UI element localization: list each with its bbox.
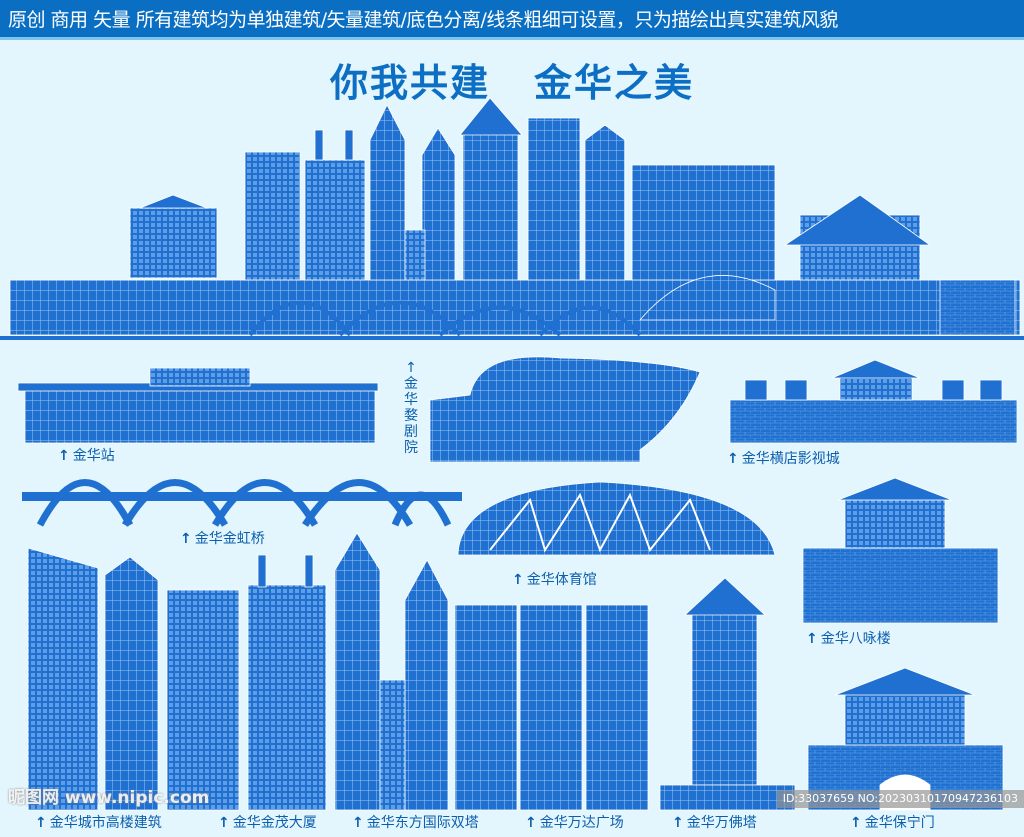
label-text: 金华八咏楼	[820, 631, 891, 647]
wanfo-pagoda	[659, 577, 796, 811]
arrow-up-icon: ↑	[35, 815, 47, 831]
label-text: 金华金茂大厦	[232, 815, 317, 831]
label-stadium: ↑金华体育馆	[512, 572, 597, 589]
bayong-tower	[802, 477, 999, 624]
label-hengdian: ↑金华横店影视城	[727, 451, 840, 468]
title-part-1: 你我共建	[329, 61, 490, 105]
arrow-up-icon: ↑	[525, 815, 537, 831]
pagoda-top	[459, 97, 523, 281]
arrow-up-icon: ↑	[352, 815, 364, 831]
divider-line	[0, 336, 1024, 340]
banner-text: 原创 商用 矢量 所有建筑均为单独建筑/矢量建筑/底色分离/线条粗细可设置，只为…	[8, 9, 838, 31]
label-jinmao: ↑金华金茂大厦	[218, 815, 317, 832]
poster-title: 你我共建金华之美	[0, 52, 1024, 107]
label-text: 金华万达广场	[539, 815, 624, 831]
arrow-up-icon: ↑	[405, 360, 417, 376]
label-station: ↑金华站	[58, 448, 115, 465]
label-text: 金华站	[72, 448, 115, 464]
label-towers: ↑金华城市高楼建筑	[35, 815, 162, 832]
dongfang-twin-towers	[334, 532, 449, 811]
arrow-up-icon: ↑	[218, 815, 230, 831]
opera-building	[429, 356, 701, 463]
label-bridge: ↑金华金虹桥	[180, 531, 265, 548]
watermark-id: ID:33037659 NO:20230310170947236103	[776, 790, 1024, 808]
arrow-up-icon: ↑	[850, 815, 862, 831]
watermark-site: 昵图网 www.nipic.com	[8, 788, 210, 808]
station-building	[17, 367, 379, 444]
wanda-plaza	[454, 604, 649, 811]
arrow-up-icon: ↑	[180, 531, 192, 547]
jinhong-bridge	[22, 479, 462, 527]
label-text: 金华体育馆	[526, 572, 597, 588]
label-text: 金华万佛塔	[686, 815, 757, 831]
label-text: 金华保宁门	[864, 815, 935, 831]
title-part-2: 金华之美	[534, 61, 695, 105]
label-baoning: ↑金华保宁门	[850, 815, 935, 832]
label-pagoda: ↑金华万佛塔	[672, 815, 757, 832]
top-skyline	[9, 97, 1021, 337]
label-bayong: ↑金华八咏楼	[806, 631, 891, 648]
label-wanda: ↑金华万达广场	[525, 815, 624, 832]
hengdian-building	[729, 359, 1018, 444]
arrow-up-icon: ↑	[58, 448, 70, 464]
label-text: 金华城市高楼建筑	[49, 815, 162, 831]
top-banner: 原创 商用 矢量 所有建筑均为单独建筑/矢量建筑/底色分离/线条粗细可设置，只为…	[0, 0, 1024, 40]
arrow-up-icon: ↑	[512, 572, 524, 588]
arrow-up-icon: ↑	[672, 815, 684, 831]
arrow-up-icon: ↑	[727, 451, 739, 467]
arrow-up-icon: ↑	[806, 631, 818, 647]
stadium-building	[457, 481, 776, 556]
city-towers	[27, 547, 159, 811]
baoning-gate	[807, 667, 1004, 811]
label-dongfang: ↑金华东方国际双塔	[352, 815, 479, 832]
label-text: 金华东方国际双塔	[366, 815, 479, 831]
label-text: 金华婺剧院	[404, 376, 418, 456]
jinmao-towers	[166, 554, 327, 811]
label-text: 金华金虹桥	[194, 531, 265, 547]
label-text: 金华横店影视城	[741, 451, 840, 467]
label-opera: ↑金华婺剧院	[403, 360, 419, 456]
